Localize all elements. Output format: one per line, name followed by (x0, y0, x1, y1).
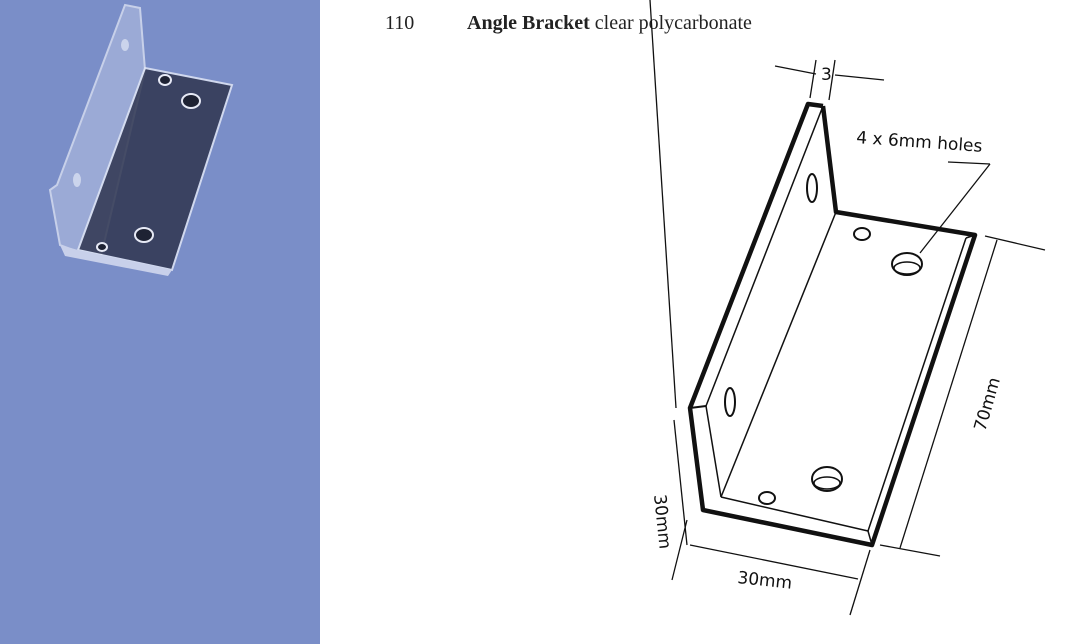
holes-label: 4 x 6mm holes (856, 128, 983, 157)
bracket-photo-illustration (48, 3, 234, 276)
thickness-label: 3 (821, 65, 832, 85)
item-material: clear polycarbonate (594, 12, 752, 34)
product-heading: 110 Angle Bracket clear polycarbonate (385, 12, 752, 35)
hole (853, 227, 871, 241)
item-name: Angle Bracket (467, 12, 590, 34)
product-photo (0, 0, 320, 644)
width-label: 30mm (736, 568, 793, 594)
hole (724, 387, 736, 417)
hole (891, 252, 923, 276)
hole (758, 491, 776, 505)
item-number: 110 (385, 12, 415, 34)
length-label: 70mm (971, 375, 1005, 433)
hole (806, 173, 818, 203)
bracket-outline (687, 101, 978, 548)
height-label: 30mm (649, 493, 675, 550)
hole (811, 466, 843, 492)
